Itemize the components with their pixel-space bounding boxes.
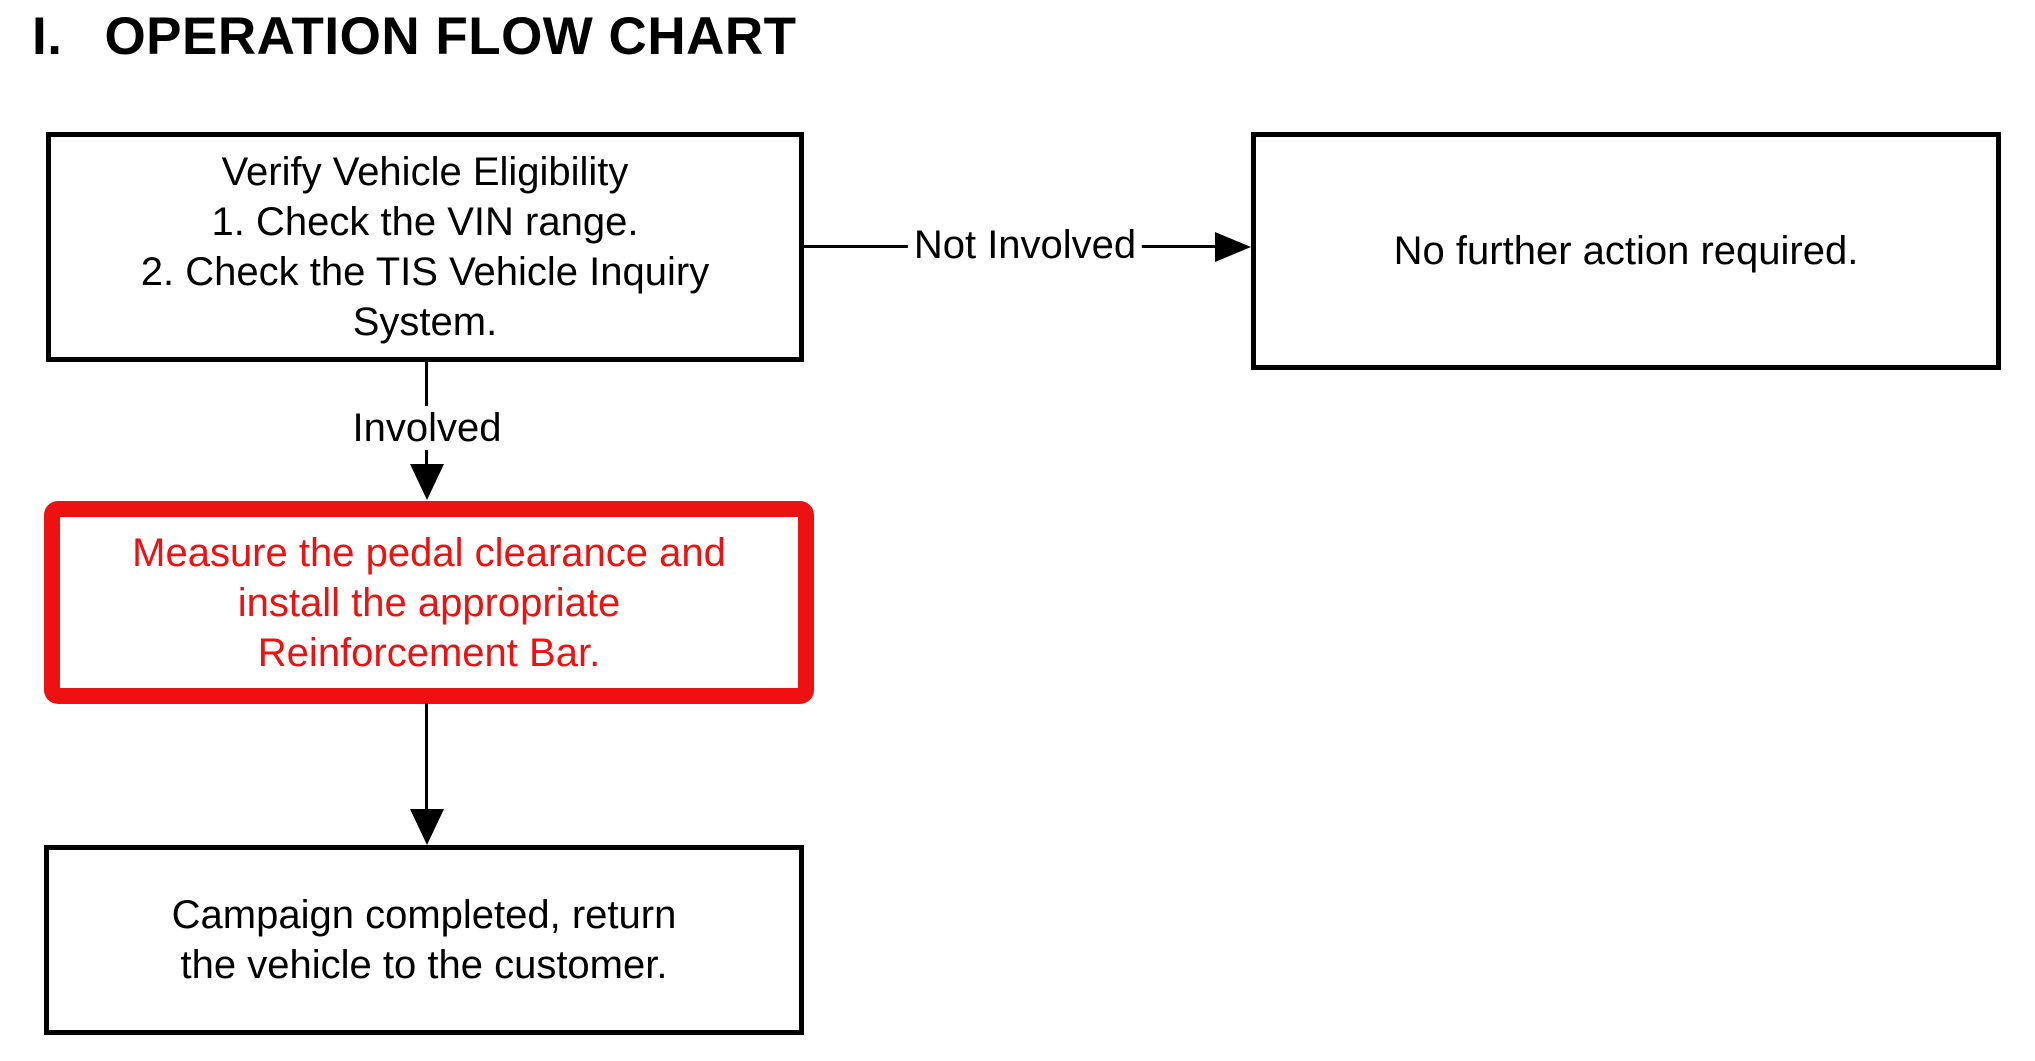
edge-label-not-involved: Not Involved [907, 223, 1143, 267]
node-text-line: 2. Check the TIS Vehicle Inquiry [140, 250, 710, 294]
arrow-down-icon [410, 809, 444, 845]
node-text-line: No further action required. [1393, 229, 1859, 273]
node-text-line: System. [352, 300, 498, 344]
page-title: I. OPERATION FLOW CHART [32, 6, 797, 67]
node-text-line: Verify Vehicle Eligibility [221, 150, 629, 194]
flow-node-verify-eligibility: Verify Vehicle Eligibility 1. Check the … [46, 132, 804, 362]
flow-node-campaign-completed: Campaign completed, return the vehicle t… [44, 845, 804, 1035]
node-text-line: 1. Check the VIN range. [211, 200, 639, 244]
node-text-line: install the appropriate [237, 580, 621, 625]
arrow-down-icon [410, 464, 444, 500]
flow-node-no-further-action: No further action required. [1251, 132, 2001, 370]
section-numeral: I. [32, 7, 63, 66]
node-text-line: Reinforcement Bar. [257, 630, 601, 675]
section-title: OPERATION FLOW CHART [104, 7, 797, 66]
flow-node-measure-pedal-clearance: Measure the pedal clearance and install … [44, 501, 814, 704]
node-text-line: Measure the pedal clearance and [132, 530, 726, 575]
arrow-right-icon [1215, 232, 1251, 262]
connector-line-complete [425, 703, 428, 811]
node-text-line: Campaign completed, return [171, 893, 677, 937]
edge-label-involved: Involved [346, 406, 508, 450]
node-text-line: the vehicle to the customer. [180, 943, 668, 987]
